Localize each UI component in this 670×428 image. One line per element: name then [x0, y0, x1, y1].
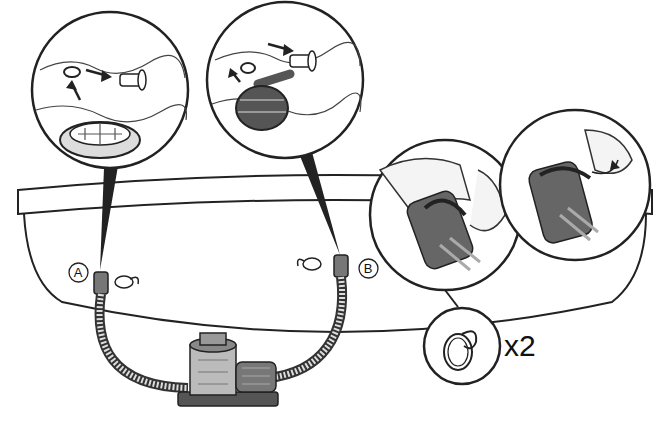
- fitting-b: [298, 255, 348, 277]
- callout-circle: B: [358, 258, 379, 279]
- quantity-label: x2: [504, 330, 536, 362]
- callout-circle-ring: [69, 263, 88, 282]
- fitting-a: [94, 272, 138, 294]
- zoom-pointer: [100, 166, 118, 270]
- zoom-detail-b: [207, 2, 363, 158]
- callout-circle-ring: [359, 259, 378, 278]
- hose-clamp-inset: [424, 308, 500, 384]
- zoom-pointer: [300, 152, 340, 255]
- leader-line: [445, 290, 458, 307]
- callout-letter: B: [358, 261, 379, 276]
- clamp-step-2: [500, 110, 650, 260]
- filter-pump: [178, 333, 278, 406]
- clamp-step-1: [370, 140, 520, 290]
- zoom-detail-a: [32, 12, 188, 168]
- callout-letter: A: [68, 265, 89, 280]
- callout-circle: A: [68, 262, 89, 283]
